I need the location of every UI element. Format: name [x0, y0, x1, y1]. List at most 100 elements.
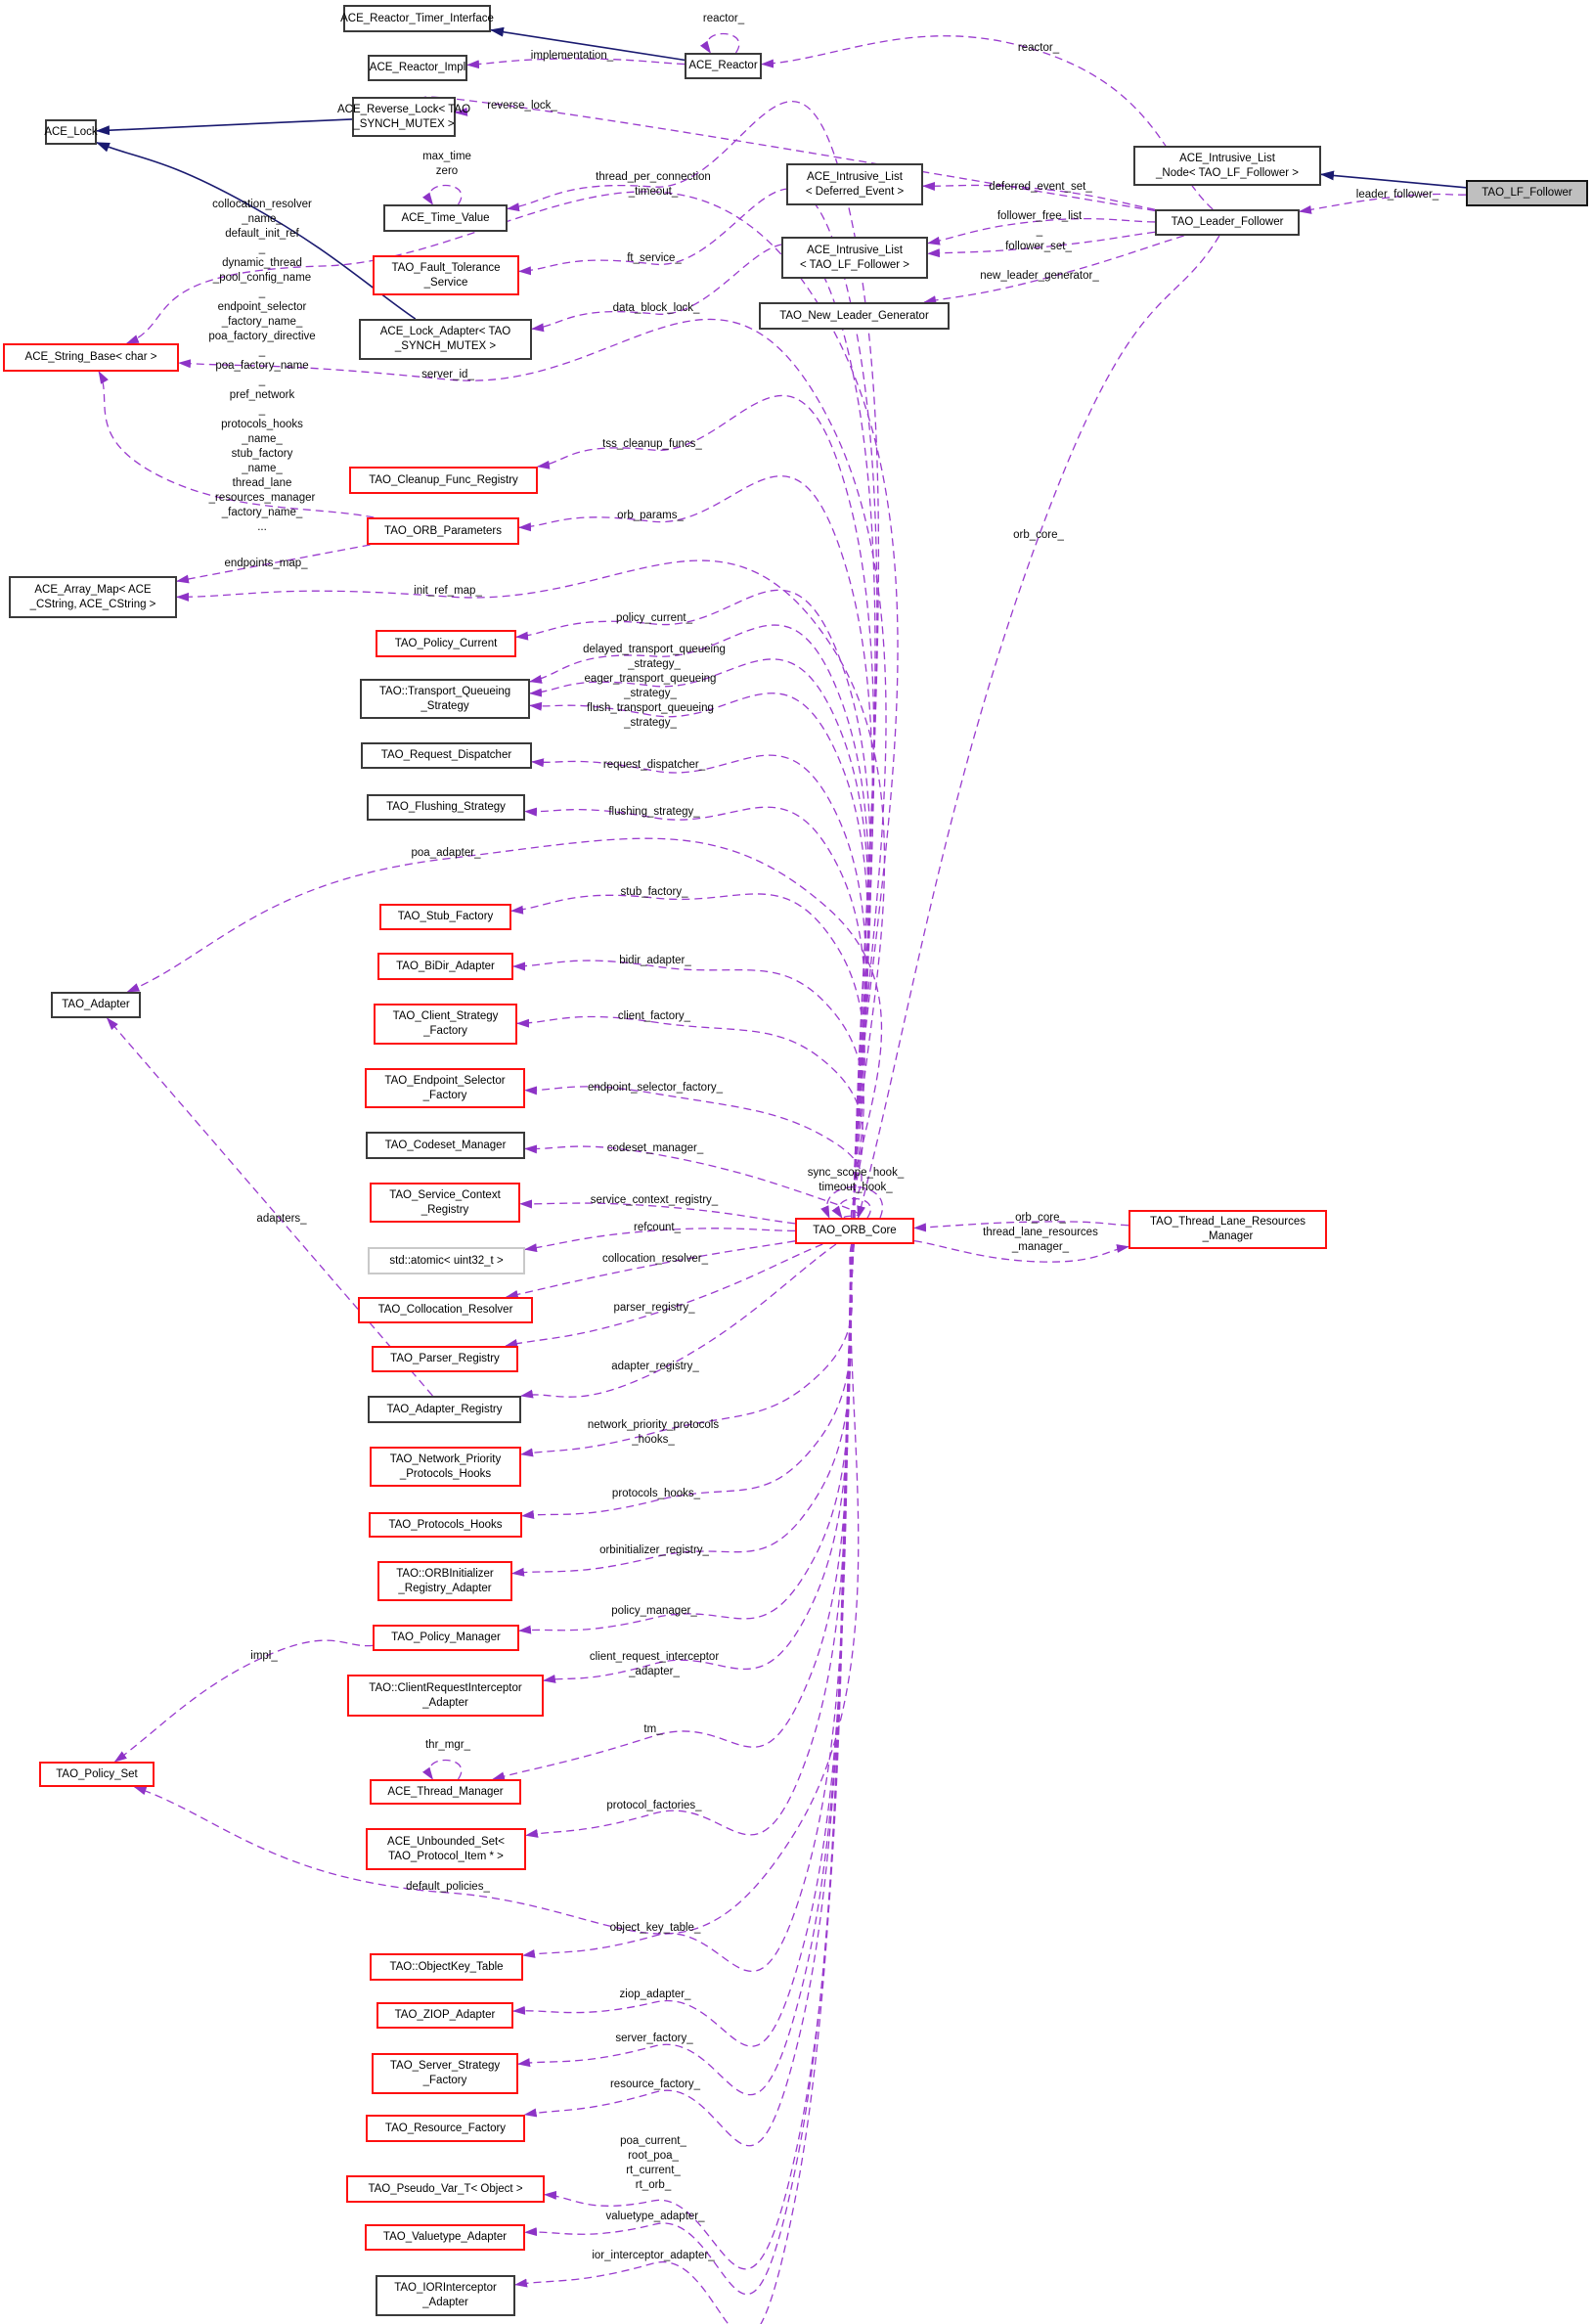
class-node-tao-policy-set[interactable]: TAO_Policy_Set [39, 1762, 155, 1787]
class-node-tao-orb-parameters[interactable]: TAO_ORB_Parameters [367, 517, 519, 545]
class-node-ace-reverse-lock[interactable]: ACE_Reverse_Lock< TAO_SYNCH_MUTEX > [337, 97, 470, 137]
edge-label-line: tm_ [643, 1723, 663, 1735]
class-node-label: ACE_Intrusive_List [1179, 152, 1275, 164]
class-node-label: TAO_IORInterceptor [394, 2282, 497, 2294]
edge-label-line: default_init_ref [225, 228, 299, 240]
edge-label-line: reactor_ [1017, 42, 1060, 54]
edge-tao_lf_follower-to-ace_intrusive_list_node [1320, 170, 1467, 189]
class-node-ace-thread-manager[interactable]: ACE_Thread_Manager [370, 1779, 521, 1805]
edge-label-protocols-hooks: protocols_hooks_ [612, 1487, 700, 1501]
class-node-tao-policy-current[interactable]: TAO_Policy_Current [376, 630, 516, 657]
edge-tao_orb_parameters-to-ace_array_map [176, 544, 371, 584]
class-node-tao-pseudo-var-t[interactable]: TAO_Pseudo_Var_T< Object > [346, 2175, 545, 2203]
edge-label-eager-tqs: eager_transport_queueing_strategy_ [585, 672, 717, 701]
class-node-tao-objectkey-table[interactable]: TAO::ObjectKey_Table [370, 1953, 523, 1981]
class-node-label: TAO_Network_Priority [389, 1452, 502, 1465]
class-node-ace-array-map[interactable]: ACE_Array_Map< ACE_CString, ACE_CString … [9, 576, 177, 618]
class-node-std-atomic[interactable]: std::atomic< uint32_t > [368, 1247, 525, 1274]
class-node-label: TAO_Stub_Factory [397, 911, 494, 922]
edge-label-line: protocol_factories_ [606, 1800, 702, 1811]
class-node-ace-unbounded-set[interactable]: ACE_Unbounded_Set<TAO_Protocol_Item * > [366, 1828, 526, 1870]
class-node-ace-lock-adapter[interactable]: ACE_Lock_Adapter< TAO_SYNCH_MUTEX > [359, 319, 532, 360]
class-node-tao-valuetype-adapter[interactable]: TAO_Valuetype_Adapter [365, 2224, 525, 2251]
class-node-ace-time-value[interactable]: ACE_Time_Value [383, 204, 508, 232]
edge-label-line: _strategy_ [624, 688, 677, 699]
edge-label-line: bidir_adapter_ [619, 955, 691, 966]
edge-label-line: _ [258, 375, 266, 386]
class-node-tao-resource-factory[interactable]: TAO_Resource_Factory [366, 2115, 525, 2142]
class-node-label: TAO_Client_Strategy [392, 1010, 499, 1022]
class-node-tao-protocols-hooks[interactable]: TAO_Protocols_Hooks [369, 1512, 522, 1538]
class-node-ace-string-base[interactable]: ACE_String_Base< char > [3, 343, 179, 372]
class-node-tao-leader-follower[interactable]: TAO_Leader_Follower [1155, 209, 1300, 236]
class-node-tao-thread-lane-resources-manager[interactable]: TAO_Thread_Lane_Resources_Manager [1128, 1210, 1327, 1249]
edge-label-collocation-resolver: collocation_resolver_ [602, 1252, 708, 1267]
edge-label-line: _name_ [242, 433, 283, 445]
class-node-label: _Node< TAO_LF_Follower > [1156, 166, 1299, 179]
edge-label-follower-set: follower_set_ [1005, 240, 1072, 254]
class-node-tao-adapter-registry[interactable]: TAO_Adapter_Registry [368, 1396, 521, 1423]
edge-label-sync-scope-timeout-hooks: sync_scope_hook_timeout_hook_ [808, 1166, 904, 1195]
class-node-tao-fault-tolerance-service[interactable]: TAO_Fault_Tolerance_Service [373, 255, 519, 295]
edge-label-line: _ [258, 345, 266, 357]
edge-label-line: max_time [422, 151, 471, 162]
class-node-tao-new-leader-generator[interactable]: TAO_New_Leader_Generator [759, 302, 950, 330]
edge-label-line: thread_per_connection [596, 171, 711, 183]
class-node-label: _Service [423, 276, 468, 289]
class-node-tao-clientrequestinterceptor-adapter[interactable]: TAO::ClientRequestInterceptor_Adapter [347, 1675, 544, 1717]
class-node-label: _Adapter [422, 2297, 468, 2308]
class-node-tao-policy-manager[interactable]: TAO_Policy_Manager [373, 1625, 519, 1651]
class-node-ace-lock[interactable]: ACE_Lock [44, 119, 98, 145]
edge-label-line: tss_cleanup_funcs_ [602, 438, 702, 450]
class-node-tao-client-strategy-factory[interactable]: TAO_Client_Strategy_Factory [374, 1004, 517, 1045]
edge-tao_orb_core-to-tao_server_strategy_factory [517, 1243, 855, 2096]
class-node-tao-orbinitializer-registry-adapter[interactable]: TAO::ORBInitializer_Registry_Adapter [377, 1561, 512, 1601]
class-node-tao-adapter[interactable]: TAO_Adapter [51, 992, 141, 1018]
class-node-label: _Registry [420, 1203, 469, 1216]
class-node-tao-iorinterceptor-adapter[interactable]: TAO_IORInterceptor _Adapter [376, 2275, 515, 2316]
class-node-tao-stub-factory[interactable]: TAO_Stub_Factory [379, 904, 511, 930]
class-node-tao-parser-registry[interactable]: TAO_Parser_Registry [372, 1346, 518, 1372]
class-node-ace-reactor[interactable]: ACE_Reactor [685, 53, 762, 79]
class-node-tao-flushing-strategy[interactable]: TAO_Flushing_Strategy [367, 794, 525, 821]
class-node-tao-request-dispatcher[interactable]: TAO_Request_Dispatcher [361, 742, 532, 769]
class-node-tao-lf-follower[interactable]: TAO_LF_Follower [1466, 180, 1588, 206]
class-node-ace-intrusive-list-lf[interactable]: ACE_Intrusive_List< TAO_LF_Follower > [781, 237, 928, 279]
class-node-label: ACE_Intrusive_List [807, 170, 903, 183]
class-node-tao-ziop-adapter[interactable]: TAO_ZIOP_Adapter [376, 2002, 513, 2029]
edge-label-poa-adapter: poa_adapter_ [412, 846, 481, 861]
edge-ace_time_value-to-ace_time_value [421, 184, 463, 205]
edge-label-line: orb_core_ [1013, 529, 1064, 541]
class-node-tao-endpoint-selector-factory[interactable]: TAO_Endpoint_Selector_Factory [365, 1068, 525, 1108]
class-node-tao-transport-queueing-strategy[interactable]: TAO::Transport_Queueing_Strategy [360, 679, 530, 719]
edge-tao_orb_core-to-std_atomic [524, 1228, 796, 1253]
edge-label-line: endpoint_selector [217, 301, 307, 313]
edge-label-reactor-self: reactor_ [703, 12, 744, 26]
class-node-tao-service-context-registry[interactable]: TAO_Service_Context_Registry [370, 1183, 520, 1223]
edge-tao_orb_core-to-ace_thread_manager [491, 1243, 855, 1781]
edge-label-line: request_dispatcher_ [602, 759, 706, 771]
class-node-tao-collocation-resolver[interactable]: TAO_Collocation_Resolver [358, 1297, 533, 1323]
edge-tao_orb_core-to-ace_unbounded_set [525, 1243, 855, 1838]
class-node-label: ACE_Intrusive_List [807, 244, 903, 256]
class-node-label: ACE_Lock [44, 125, 98, 138]
edge-label-line: valuetype_adapter_ [605, 2211, 705, 2222]
edge-label-line: _resources_manager [208, 492, 316, 504]
class-node-ace-reactor-timer-interface[interactable]: ACE_Reactor_Timer_Interface [340, 5, 494, 32]
class-node-tao-bidir-adapter[interactable]: TAO_BiDir_Adapter [377, 953, 513, 980]
class-node-ace-intrusive-list-deferred[interactable]: ACE_Intrusive_List< Deferred_Event > [786, 163, 923, 205]
class-node-tao-network-priority-protocols-hooks[interactable]: TAO_Network_Priority_Protocols_Hooks [370, 1447, 521, 1487]
class-node-tao-codeset-manager[interactable]: TAO_Codeset_Manager [366, 1132, 525, 1159]
class-node-tao-server-strategy-factory[interactable]: TAO_Server_Strategy_Factory [372, 2053, 518, 2094]
class-node-ace-reactor-impl[interactable]: ACE_Reactor_Impl [368, 55, 467, 81]
edge-label-line: _ [1036, 225, 1043, 237]
edge-label-resource-factory: resource_factory_ [610, 2078, 700, 2092]
edge-label-line: parser_registry_ [613, 1302, 695, 1314]
edge-tao_orb_core-to-tao_orbinitializer_registry_adapter [511, 1243, 854, 1577]
edge-label-line: _strategy_ [624, 717, 677, 729]
class-node-ace-intrusive-list-node[interactable]: ACE_Intrusive_List _Node< TAO_LF_Follower… [1133, 146, 1321, 186]
class-node-tao-cleanup-func-registry[interactable]: TAO_Cleanup_Func_Registry [349, 467, 538, 494]
class-node-label: TAO_Policy_Current [394, 637, 498, 649]
edge-tao_orb_core-to-tao_client_strategy_factory [516, 1015, 864, 1219]
class-node-tao-orb-core[interactable]: TAO_ORB_Core [795, 1218, 914, 1244]
